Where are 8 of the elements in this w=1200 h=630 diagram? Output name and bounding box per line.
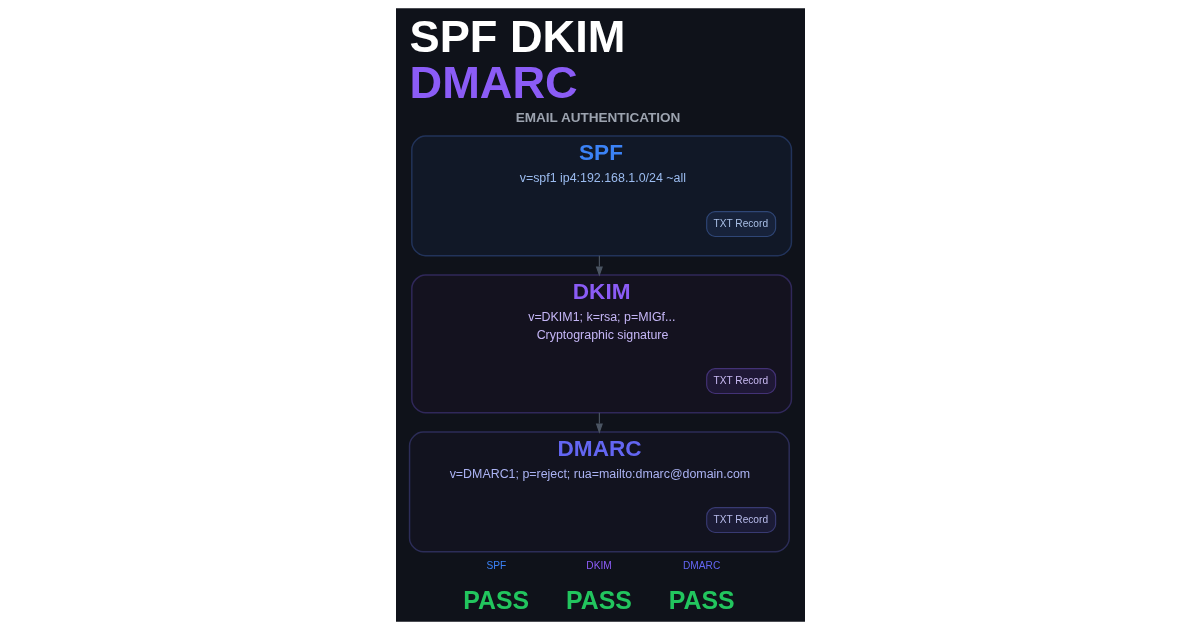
label: PASS — [668, 586, 735, 614]
label: DMARC — [682, 559, 720, 571]
label: PASS — [565, 586, 632, 614]
label: DKIM — [585, 559, 612, 571]
label: SPF — [485, 559, 506, 571]
label: PASS — [462, 586, 529, 614]
diagram-title: SPF DKIM DMARC — [409, 11, 625, 108]
label: EMAIL AUTHENTICATION — [515, 109, 680, 125]
